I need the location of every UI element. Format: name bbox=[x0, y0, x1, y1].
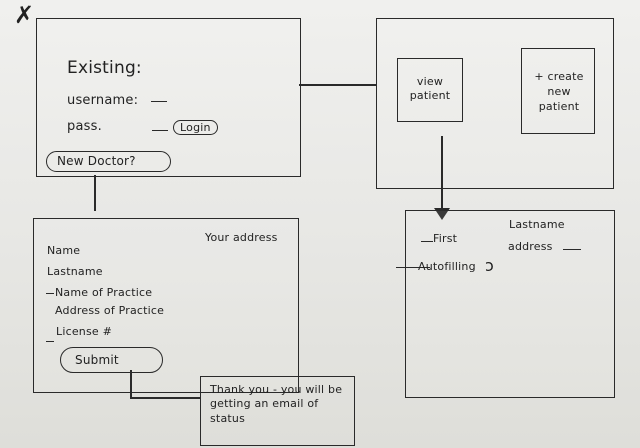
license-input-line[interactable] bbox=[46, 341, 54, 343]
password-label: pass. bbox=[67, 119, 102, 134]
login-to-patients-connector bbox=[299, 84, 376, 86]
practice-name-input-line[interactable] bbox=[46, 293, 54, 295]
create-patient-label: + create new patient bbox=[534, 70, 584, 113]
login-to-signup-connector bbox=[94, 175, 96, 211]
license-field-label: License # bbox=[56, 325, 112, 338]
your-address-label: Your address bbox=[205, 231, 278, 244]
password-input-line[interactable] bbox=[152, 130, 168, 132]
patients-screen bbox=[376, 18, 614, 189]
first-name-label: First bbox=[433, 232, 458, 245]
thank-you-text: Thank you - you will be getting an email… bbox=[210, 383, 343, 425]
view-to-patient-form-connector bbox=[441, 136, 443, 215]
practice-address-field-label: Address of Practice bbox=[55, 304, 165, 317]
login-screen bbox=[36, 18, 301, 177]
thank-you-note bbox=[200, 376, 355, 446]
address-label: address bbox=[508, 240, 553, 253]
practice-name-field-label: Name of Practice bbox=[55, 286, 153, 299]
username-label: username: bbox=[67, 93, 139, 108]
submit-to-note-connector-vertical bbox=[130, 370, 132, 398]
autofill-label: Autofilling bbox=[418, 260, 476, 273]
username-input-line[interactable] bbox=[151, 101, 167, 103]
login-heading: Existing: bbox=[67, 58, 142, 78]
first-name-input-line[interactable] bbox=[421, 241, 433, 243]
last-name-label: Lastname bbox=[509, 218, 565, 231]
submit-to-note-connector-horizontal bbox=[130, 397, 201, 399]
submit-button[interactable]: Submit bbox=[60, 347, 163, 373]
lastname-field-label: Lastname bbox=[47, 265, 103, 278]
corner-mark: ✗ bbox=[14, 1, 35, 29]
view-patient-card[interactable] bbox=[397, 58, 463, 122]
view-patient-label: view patient bbox=[409, 75, 451, 102]
autofill-connector bbox=[396, 267, 430, 269]
create-patient-card[interactable] bbox=[521, 48, 595, 134]
loading-mark-icon: ↄ bbox=[485, 256, 494, 275]
patient-form-screen bbox=[405, 210, 615, 398]
new-doctor-button[interactable]: New Doctor? bbox=[46, 151, 171, 172]
login-button[interactable]: Login bbox=[173, 120, 218, 135]
address-input-line[interactable] bbox=[563, 249, 581, 251]
view-to-patient-form-arrowhead bbox=[434, 208, 450, 220]
name-field-label: Name bbox=[47, 244, 81, 257]
